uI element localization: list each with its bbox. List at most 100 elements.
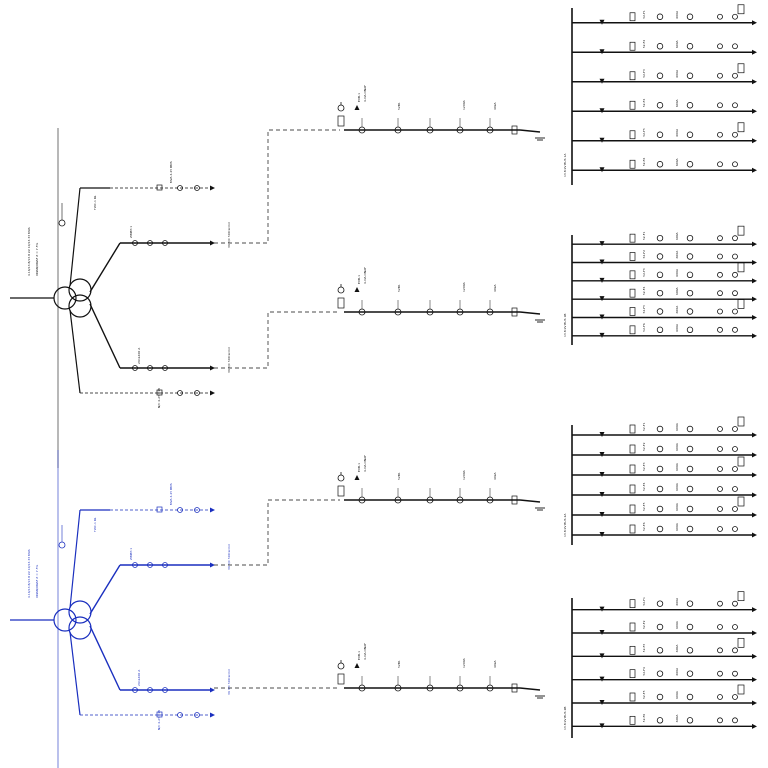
feeder-arrow-icon	[752, 607, 757, 613]
feeder-arrow-icon	[210, 687, 215, 693]
ct-symbol	[732, 526, 738, 532]
feeder-breaker-label: 52-F1	[642, 422, 646, 431]
feeder-rating-label: 600A	[675, 690, 679, 699]
cable-label: EVB-1	[357, 275, 361, 284]
bus-link	[519, 311, 541, 315]
fuse-icon	[337, 286, 345, 294]
breaker-label: ZIMBT-1	[129, 226, 133, 238]
load-breaker-icon	[737, 299, 745, 309]
feeder-arrow-icon	[752, 138, 757, 144]
feeder-arrow-icon	[752, 296, 757, 302]
transformer-impedance-label: ONAN/ONAF Z = 7.5%	[35, 565, 39, 598]
feeder-breaker-label: 52-F1	[642, 232, 646, 241]
load-breaker-icon	[737, 496, 745, 507]
feeder-arrow-icon	[752, 630, 757, 636]
feeder-arrow-icon	[752, 677, 757, 683]
surge-arrester-icon	[354, 105, 360, 110]
auxiliary-arm	[69, 631, 81, 716]
feeder-breaker-label: 52-F3	[642, 462, 646, 471]
surge-arrester-icon	[599, 259, 605, 265]
feeder-breaker-label: 52-F4	[642, 482, 646, 491]
breaker-label: MVA 4.25 BMS	[169, 483, 173, 505]
ct-symbol	[147, 687, 153, 693]
feeder-arrow-icon	[752, 79, 757, 85]
feeder-breaker-icon	[629, 669, 636, 679]
feeder-arrow-icon	[752, 315, 757, 320]
bus-label: 13.8 kV BUS 2A	[563, 513, 567, 537]
load-breaker-icon	[737, 4, 745, 15]
feeder-breaker-icon	[629, 444, 636, 454]
feeder-arrow-icon	[752, 512, 757, 518]
incoming-breaker-icon	[337, 115, 345, 127]
feeder-arrow-icon	[752, 278, 757, 284]
load-breaker-icon	[737, 63, 745, 74]
ct-symbol	[732, 43, 738, 50]
surge-arrester-icon	[599, 49, 605, 55]
ct-symbol	[177, 712, 183, 718]
ct-symbol	[717, 235, 723, 242]
ct-symbol	[717, 486, 723, 492]
load-breaker-icon	[737, 591, 745, 602]
surge-arrester-icon	[599, 630, 605, 635]
auxiliary-arm	[69, 187, 81, 287]
feeder-rating-label: 600A	[675, 422, 679, 431]
bus-link	[519, 687, 541, 691]
ct-symbol	[732, 235, 738, 242]
ct-symbol	[194, 185, 200, 191]
ct-symbol	[656, 326, 664, 334]
breaker-label: 1200A	[462, 657, 466, 668]
ct-symbol	[732, 290, 738, 297]
surge-arrester-icon	[599, 241, 605, 247]
surge-arrester-icon	[599, 19, 605, 25]
ct-symbol	[147, 365, 153, 371]
feeder-arrow-icon	[210, 365, 215, 371]
secondary-branch	[89, 625, 121, 691]
feeder-arrow-icon	[752, 333, 757, 339]
ct-symbol	[732, 102, 738, 109]
feeder-breaker-label: 52-F5	[642, 502, 646, 511]
fuse-icon	[337, 104, 345, 112]
ct-symbol	[132, 562, 138, 568]
ct-symbol	[177, 185, 183, 191]
feeder-breaker-label: 52-F2	[642, 620, 646, 629]
ct-symbol	[732, 131, 738, 138]
feeder-arrow-icon	[752, 653, 757, 659]
tie-breaker-icon	[511, 307, 518, 317]
feeder-arrow-icon	[752, 260, 757, 265]
ct-symbol	[686, 600, 694, 607]
ct-symbol	[194, 507, 200, 513]
breaker-label: 52B1	[397, 472, 401, 480]
feeder-breaker-icon	[629, 71, 636, 81]
incoming-breaker-icon	[337, 485, 345, 497]
ct-symbol	[686, 623, 694, 631]
surge-arrester-icon	[599, 452, 605, 457]
feeder-breaker-label: 52-F1	[642, 10, 646, 19]
ct-symbol	[686, 445, 694, 453]
surge-arrester-icon	[354, 287, 360, 292]
feeder-rating-label: 600A	[675, 231, 679, 240]
cable-label: TWC-1 RL	[93, 517, 97, 533]
breaker-label: N/C 4-25 B18	[157, 710, 161, 730]
feeder-breaker-label: 52-F6	[642, 323, 646, 332]
ct-symbol	[717, 308, 723, 315]
ct-symbol	[132, 687, 138, 693]
feeder-rating-label: 600A	[675, 667, 679, 676]
breaker-label: 40kA	[493, 101, 497, 110]
breaker-label: 52B1	[397, 660, 401, 668]
feeder-breaker-label: 52-F5	[642, 128, 646, 137]
ct-symbol	[686, 525, 694, 533]
ct-symbol	[656, 623, 664, 631]
ct-symbol	[732, 326, 738, 333]
ct-symbol	[686, 693, 694, 701]
cable-label: 3X 3/C 500 kcmil	[227, 222, 231, 248]
feeder-breaker-label: 52-F4	[642, 667, 646, 676]
transformer-rating-label: 4.16/13.8/13.8 kV 10/13.33 MVA	[27, 226, 31, 276]
load-breaker-icon	[737, 122, 745, 133]
cable-label: TWC-1 RL	[93, 195, 97, 211]
ct-symbol	[656, 425, 664, 433]
surge-arrester-icon	[599, 512, 605, 517]
feeder-rating-label: 600A	[675, 644, 679, 653]
surge-arrester-icon	[599, 332, 605, 338]
load-breaker-icon	[737, 456, 745, 467]
ct-symbol	[732, 647, 738, 654]
